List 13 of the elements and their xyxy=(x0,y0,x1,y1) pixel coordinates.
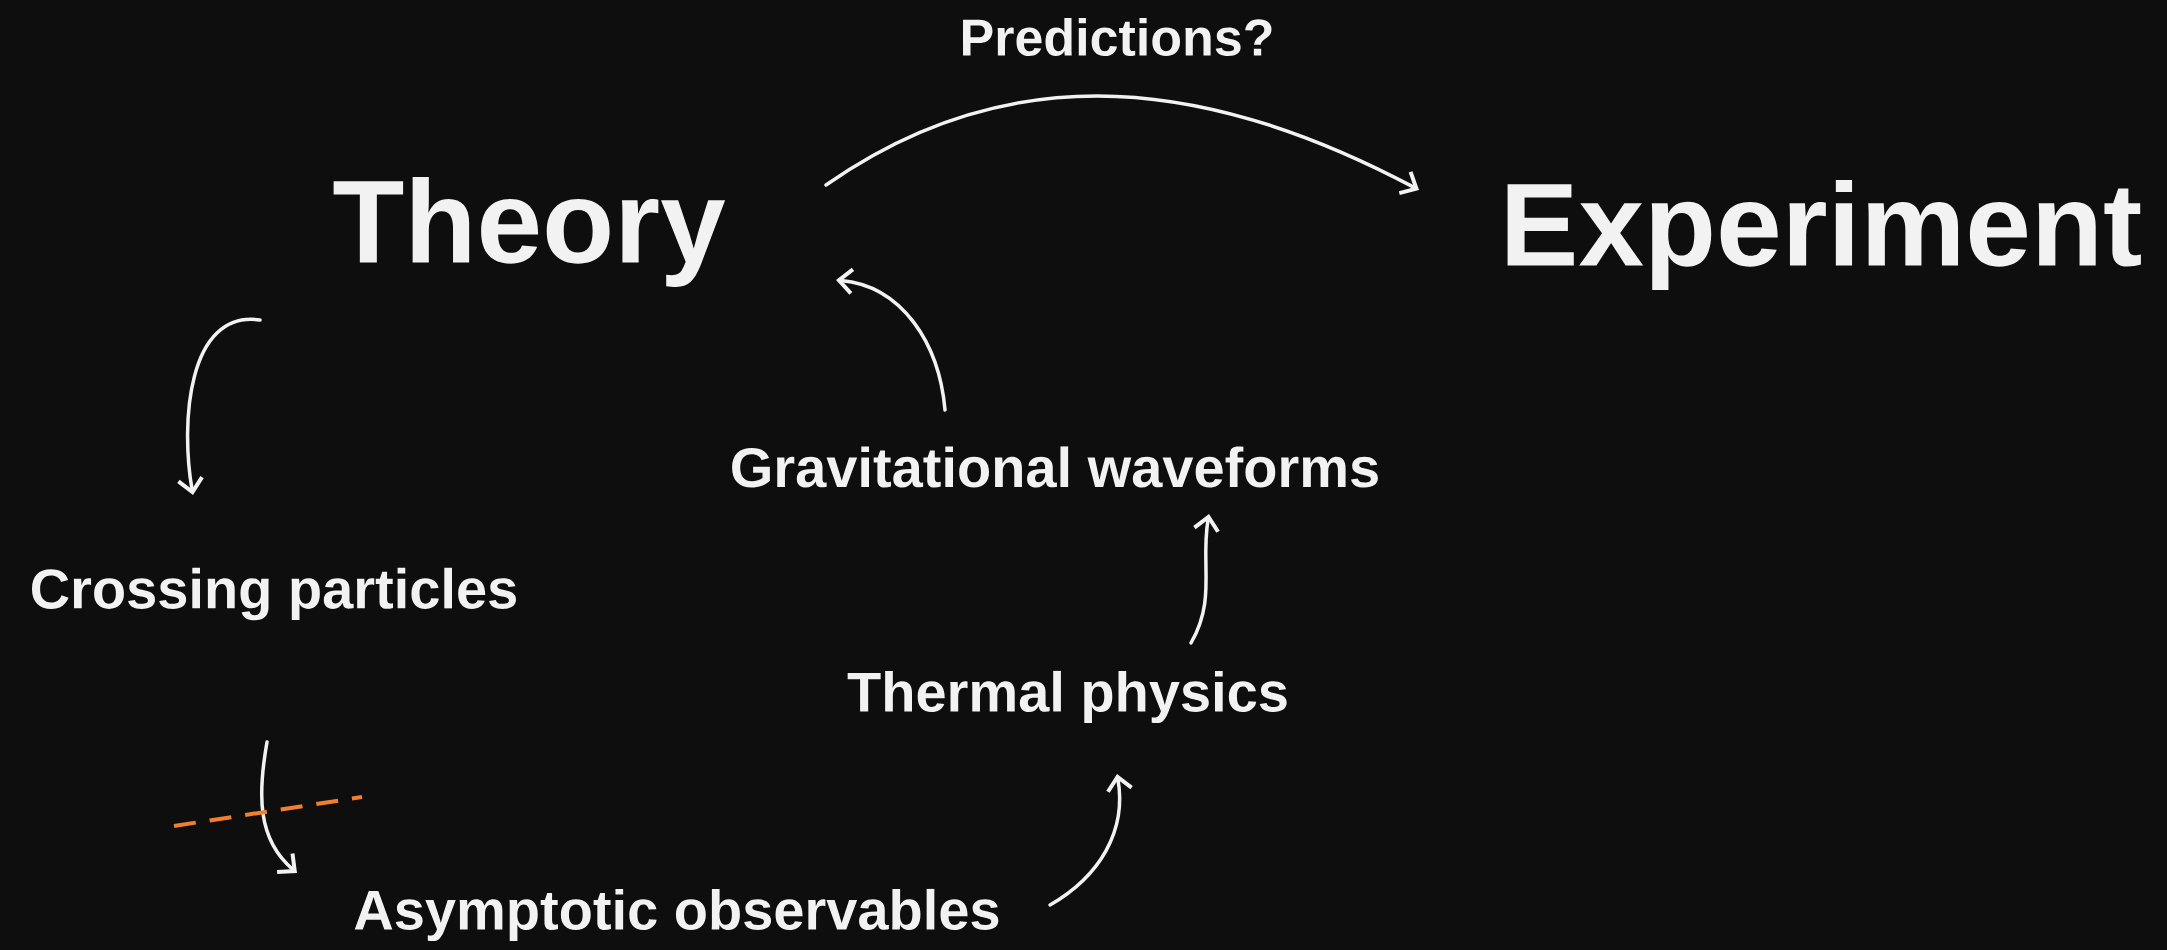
topic-label: Thermal physics xyxy=(847,670,1287,724)
topic-label: Asymptotic observables xyxy=(354,888,999,942)
topic-label: Crossing particles xyxy=(32,567,516,621)
heading-text: Experiment xyxy=(1507,180,2141,290)
curved-arrow xyxy=(836,267,947,412)
curved-arrow xyxy=(1189,514,1220,645)
curved-arrow xyxy=(177,318,262,495)
curved-arrow xyxy=(824,94,1420,196)
edge-label: Predictions? xyxy=(963,17,1272,57)
curved-arrow xyxy=(259,740,297,874)
curved-arrow xyxy=(1048,774,1133,907)
topic-label: Gravitational waveforms xyxy=(732,446,1378,488)
heading-text: Theory xyxy=(333,177,726,287)
